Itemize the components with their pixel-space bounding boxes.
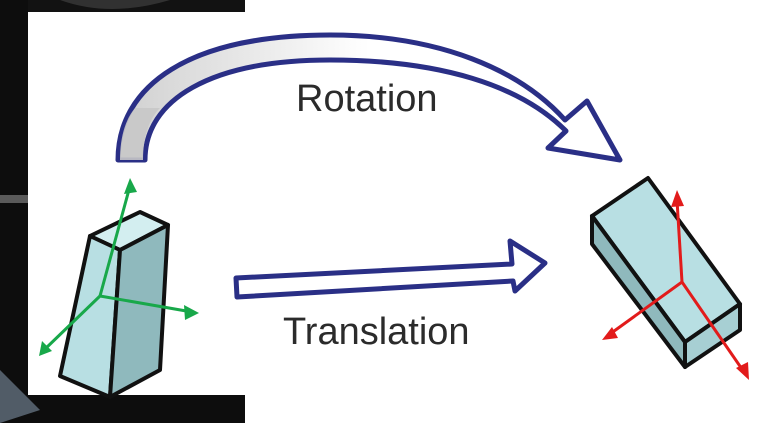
right-axes [602,190,749,380]
background-dark-left [0,0,28,423]
right-box [590,176,742,369]
left-axes [39,178,199,356]
translation-arrow-icon [233,238,548,300]
background-gray-shape [60,0,170,9]
background-blue-shape [0,370,40,423]
rotation-label: Rotation [296,78,438,120]
background-gray-band [0,195,28,203]
rotation-arrow-icon [115,32,623,163]
background-dark-bottom [0,395,245,423]
background-dark-regions [0,0,245,423]
translation-label: Translation [283,311,470,353]
left-box [58,210,170,399]
